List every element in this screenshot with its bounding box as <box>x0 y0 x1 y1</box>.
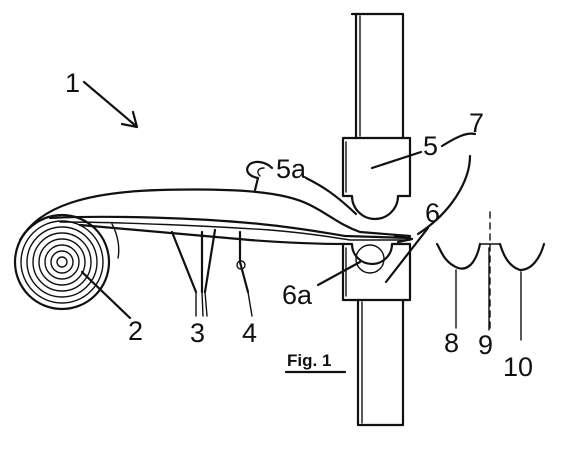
label-8: 8 <box>444 328 459 358</box>
label-1: 1 <box>65 68 80 98</box>
upper-clamp-block <box>341 136 412 221</box>
label-7: 7 <box>469 108 484 138</box>
label-6a: 6a <box>282 280 313 310</box>
label-5a: 5a <box>276 154 307 184</box>
label-6: 6 <box>425 198 440 228</box>
label-3: 3 <box>190 318 205 348</box>
figure-caption: Fig. 1 <box>287 351 331 370</box>
element-4 <box>236 230 250 294</box>
leader-lines <box>80 80 522 341</box>
lower-clamp-block <box>341 242 412 302</box>
label-4: 4 <box>242 318 257 348</box>
hook-element <box>246 160 274 192</box>
label-2: 2 <box>128 316 143 346</box>
label-9: 9 <box>478 330 493 360</box>
profile-shapes <box>435 211 546 331</box>
vertical-rod <box>350 12 405 427</box>
label-5: 5 <box>423 131 438 161</box>
film-roll <box>13 213 111 311</box>
label-10: 10 <box>503 352 533 382</box>
film-web <box>18 188 414 259</box>
blades-3 <box>170 228 217 294</box>
